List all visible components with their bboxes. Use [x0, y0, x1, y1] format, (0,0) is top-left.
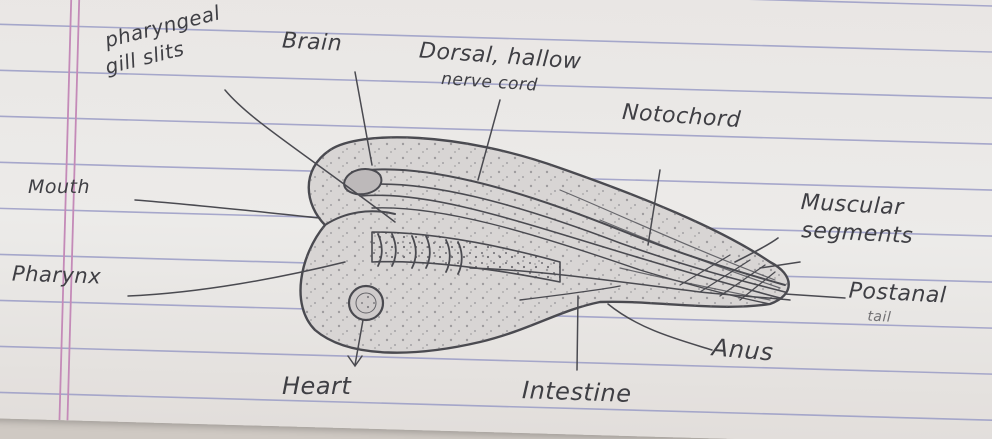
pointer-mouth — [135, 200, 320, 218]
label-line-2: segments — [801, 217, 914, 251]
label-postanal-tail: Postanal tail — [847, 279, 947, 332]
brain-vesicle — [344, 169, 381, 194]
label-anus: Anus — [711, 333, 775, 366]
label-heart: Heart — [282, 372, 351, 400]
label-line-1: Postanal — [848, 279, 947, 308]
label-muscular-segments: Muscular segments — [799, 189, 916, 251]
pointer-intestine — [577, 296, 578, 370]
label-mouth: Mouth — [28, 176, 90, 198]
pointer-postanal — [785, 294, 845, 298]
label-pharynx: Pharynx — [12, 261, 102, 288]
label-intestine: Intestine — [522, 376, 632, 408]
label-line-2: tail — [867, 304, 946, 332]
pointer-anus — [608, 304, 712, 350]
label-brain: Brain — [281, 28, 342, 56]
